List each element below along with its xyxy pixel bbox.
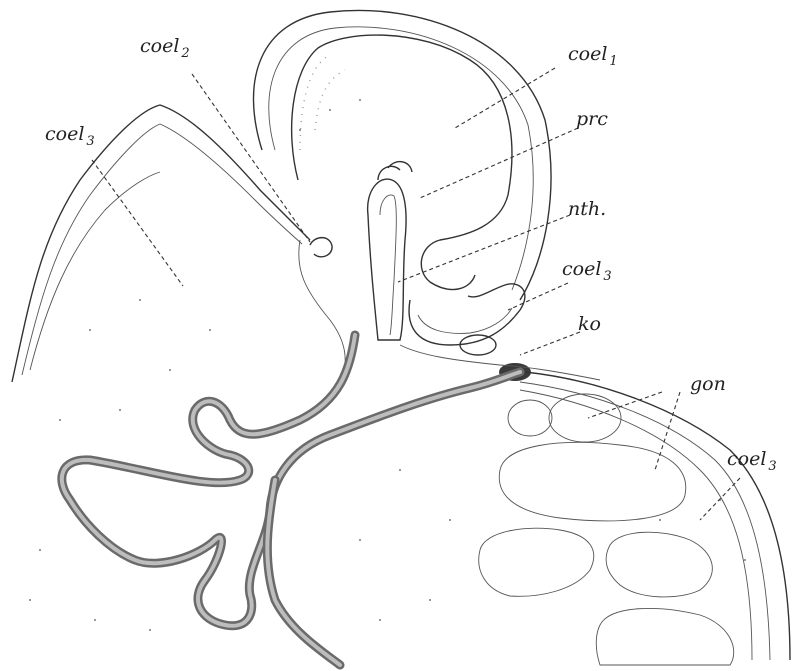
left-coelom-edge (30, 172, 160, 370)
left-body-wall-inner (22, 124, 302, 375)
coelom-2-wall (299, 240, 345, 385)
leader-coel3-mid (508, 283, 568, 310)
label-gon: gon (690, 373, 726, 395)
left-body-wall-outer (12, 105, 310, 382)
proboscis-pore (378, 162, 412, 180)
upper-body-wall-outer (253, 10, 550, 300)
leader-ko (520, 332, 580, 355)
leader-coel1 (455, 68, 555, 128)
upper-body-wall-inner (269, 27, 533, 290)
leader-coel3-left (92, 160, 183, 286)
leader-coel3-right (700, 478, 740, 520)
gonad-4 (479, 528, 594, 596)
gut-tract-down-inner (267, 480, 340, 665)
collar-coelom-inner (418, 308, 512, 333)
label-ko: ko (578, 313, 601, 335)
notochord-inner (380, 195, 396, 335)
gut-tract-left-inner (62, 335, 520, 626)
right-body-wall-inner-2 (520, 390, 752, 660)
gonad-6 (596, 608, 734, 665)
gonad-2 (549, 394, 621, 442)
coelom-2-ring (310, 238, 332, 257)
label-prc: prc (576, 108, 608, 130)
coelom-1-stipple (300, 55, 345, 150)
label-nth: nth. (568, 198, 606, 220)
kidney-organ-small (460, 335, 496, 355)
notochord-outer (368, 179, 406, 340)
gonad-3 (499, 442, 685, 520)
leader-prc (420, 128, 578, 198)
gonad-5 (606, 532, 712, 597)
gut-tract-left (62, 335, 520, 626)
gonad-1 (508, 400, 552, 436)
